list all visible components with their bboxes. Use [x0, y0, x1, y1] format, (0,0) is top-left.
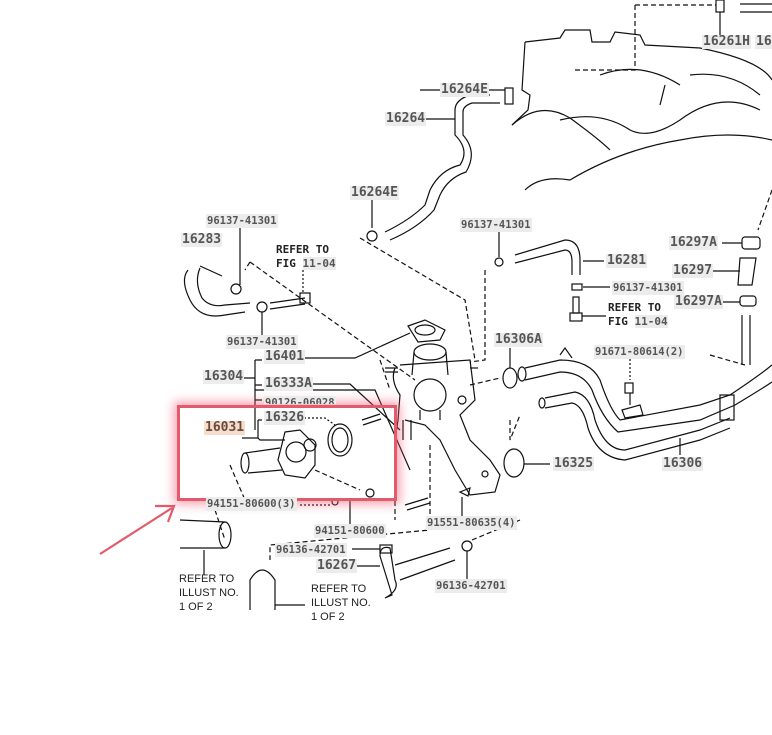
bolts: [331, 413, 471, 525]
leader-dashed: [359, 237, 476, 361]
part-label-16297a: 16297A: [669, 235, 718, 250]
refer-line: REFER TO: [179, 573, 235, 585]
fig-link[interactable]: 11-04: [634, 315, 668, 328]
hose-16264: [366, 87, 514, 242]
gasket-16306a: [502, 367, 518, 389]
clamp-label-96137-41301: 96137-41301: [226, 335, 298, 349]
refer-line: FIG 11-04: [276, 257, 336, 271]
part-label-16326: 16326: [264, 410, 306, 425]
refer-illust-note: REFER TO ILLUST NO. 1 OF 2: [311, 582, 371, 624]
part-label-90126-06028: 90126-06028: [264, 396, 336, 404]
part-label-16281: 16281: [606, 253, 648, 268]
water-outlet-housing: [385, 319, 501, 496]
refer-fig-note: REFER TO FIG 11-04: [276, 243, 336, 271]
clamp-label-96136-42701: 96136-42701: [435, 579, 507, 593]
refer-line: 1 OF 2: [179, 601, 213, 613]
highlight-arrow: [99, 504, 176, 555]
part-label-16264e: 16264E: [440, 82, 489, 97]
part-label-16283: 16283: [181, 232, 223, 247]
intake-manifold: [511, 0, 772, 191]
refer-fig-note: REFER TO FIG 11-04: [608, 301, 668, 329]
hose-16283: [183, 228, 416, 381]
part-label-16333a: 16333A: [264, 376, 313, 391]
part-label-16297a: 16297A: [674, 294, 723, 309]
part-label-16261h: 16261H: [702, 34, 751, 49]
part-label-16264: 16264: [385, 111, 427, 126]
thermostat-16031: [229, 423, 361, 506]
clamp-label-96137-41301: 96137-41301: [460, 218, 532, 232]
part-label-16297: 16297: [672, 263, 714, 278]
clamp-label-96137-41301: 96137-41301: [206, 214, 278, 228]
clamp-label-96137-41301: 96137-41301: [612, 281, 684, 295]
part-label-16325: 16325: [553, 456, 595, 471]
hose-16281: [469, 230, 610, 363]
refer-line: REFER TO: [608, 301, 661, 314]
refer-line: FIG 11-04: [608, 315, 668, 329]
nut-label-94151-80600: 94151-80600: [314, 524, 386, 538]
refer-prefix: FIG: [276, 257, 296, 270]
part-label-16267: 16267: [316, 558, 358, 573]
refer-line: REFER TO: [276, 243, 329, 256]
refer-line: ILLUST NO.: [311, 597, 371, 609]
nut-label-94151-80600: 94151-80600(3): [206, 497, 297, 511]
part-label-16304: 16304: [203, 369, 245, 384]
part-label-16031: 16031: [204, 420, 246, 435]
part-label-162-cut: 162: [755, 35, 772, 49]
refer-line: REFER TO: [311, 583, 367, 595]
hose-16297: [709, 189, 772, 366]
refer-illust-note: REFER TO ILLUST NO. 1 OF 2: [179, 572, 239, 614]
pipe-16306: [509, 346, 772, 461]
fig-link[interactable]: 11-04: [302, 257, 336, 270]
part-label-16306a: 16306A: [494, 332, 543, 347]
clamp-label-96136-42701: 96136-42701: [275, 543, 347, 557]
refer-line: 1 OF 2: [311, 611, 345, 623]
bolt-label-91671-80614: 91671-80614(2): [594, 345, 685, 359]
bolt-label-91551-80635: 91551-80635(4): [426, 516, 517, 530]
part-label-16401: 16401: [264, 349, 306, 364]
part-label-16306: 16306: [662, 456, 704, 471]
refer-prefix: FIG: [608, 315, 628, 328]
refer-line: ILLUST NO.: [179, 587, 239, 599]
part-label-16264e: 16264E: [350, 185, 399, 200]
gasket-16325: [503, 448, 525, 478]
